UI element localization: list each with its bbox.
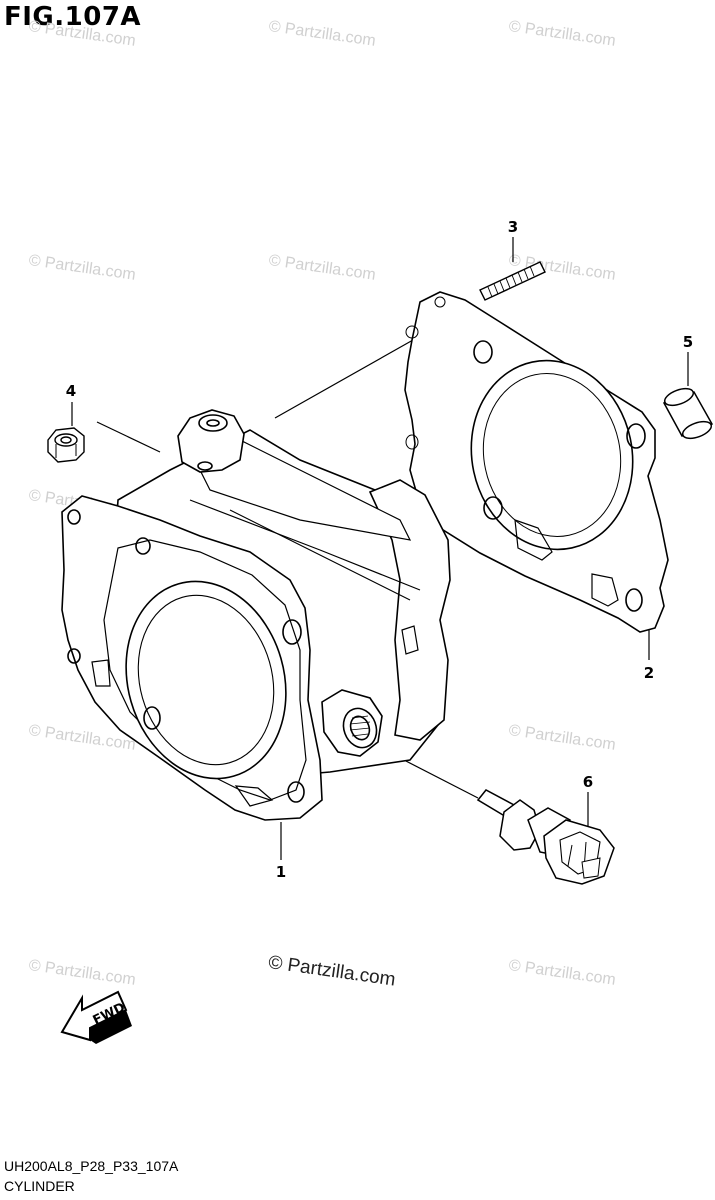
callout-2: 2 — [644, 664, 654, 682]
stud-bolt-icon — [479, 261, 546, 301]
callout-5: 5 — [683, 333, 693, 351]
fwd-arrow-icon: FWD — [60, 990, 132, 1044]
figure-name: CYLINDER — [4, 1178, 75, 1194]
temperature-sensor-icon — [476, 789, 615, 885]
callout-3: 3 — [508, 218, 518, 236]
nut-icon — [47, 427, 85, 463]
dowel-pin-icon — [662, 387, 714, 440]
figure-code: UH200AL8_P28_P33_107A — [4, 1158, 179, 1174]
callout-1: 1 — [276, 863, 286, 881]
figure-title: FIG.107A — [4, 2, 142, 32]
callout-6: 6 — [583, 773, 593, 791]
callout-4: 4 — [66, 382, 76, 400]
cylinder-icon — [61, 409, 451, 821]
cylinder-gasket-icon — [404, 291, 669, 633]
